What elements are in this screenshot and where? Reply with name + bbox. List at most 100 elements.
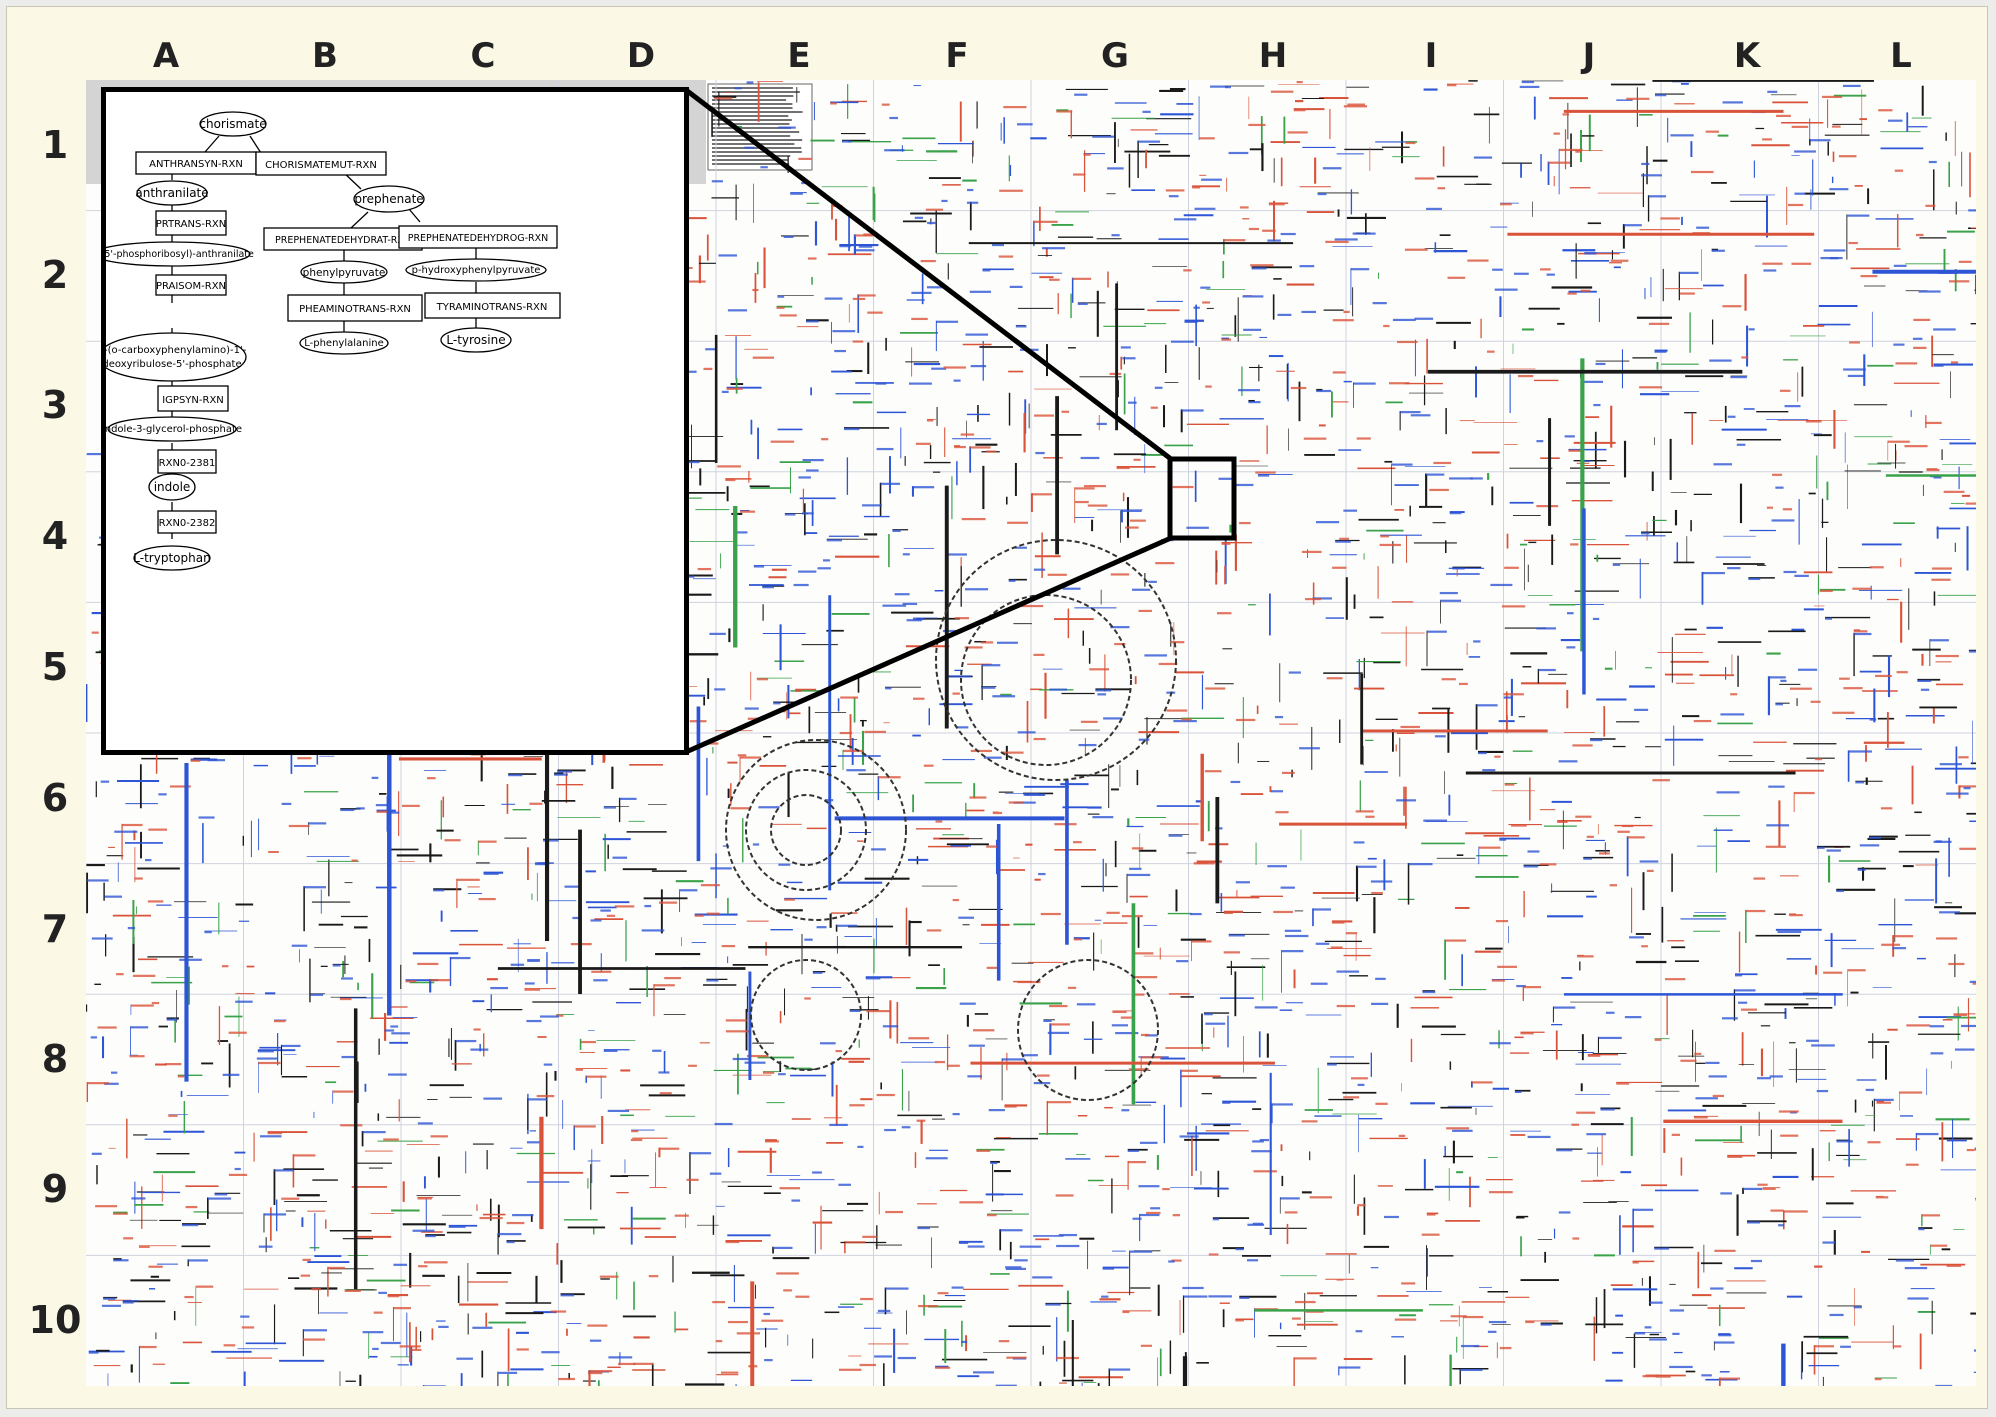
compound-hydroxyphenylpyruvate[interactable]: p-hydroxyphenylpyruvate [406, 259, 546, 281]
pathway-label-mark [445, 839, 461, 841]
pathway-label-mark [1702, 572, 1724, 574]
pathway-label-mark [292, 945, 308, 947]
pathway-label-mark [528, 1098, 548, 1100]
pathway-label-mark [917, 1120, 926, 1122]
pathway-label-mark [971, 365, 986, 367]
pathway-label-mark [853, 340, 864, 342]
reaction-tyraminotrans[interactable]: TYRAMINOTRANS-RXN [425, 293, 560, 318]
pathway-label-mark [1852, 588, 1870, 590]
compound-phenylpyruvate[interactable]: phenylpyruvate [301, 261, 387, 283]
pathway-label-mark [1056, 1194, 1074, 1196]
pathway-label-mark [1010, 286, 1023, 288]
pathway-label-mark [1858, 869, 1866, 871]
compound-prt-anthranilate[interactable]: N-(5'-phosphoribosyl)-anthranilate [106, 242, 254, 266]
pathway-label-mark [1775, 487, 1783, 489]
pathway-label-mark [1200, 137, 1215, 139]
compound-l-phenylalanine[interactable]: L-phenylalanine [300, 332, 388, 354]
pathway-label-mark [1575, 816, 1591, 818]
pathway-label-mark [690, 1152, 711, 1154]
compound-prephenate[interactable]: prephenate [354, 186, 424, 212]
pathway-label-mark [1723, 101, 1743, 103]
pathway-label-mark [1333, 371, 1346, 373]
reaction-rxn0-2381[interactable]: RXN0-2381 [158, 450, 216, 473]
reaction-igpsyn[interactable]: IGPSYN-RXN [158, 386, 228, 411]
pathway-label-mark [1670, 1309, 1684, 1311]
pathway-label-mark [1358, 1084, 1365, 1086]
pathway-label-mark [1151, 407, 1158, 409]
pathway-label-mark [1294, 1357, 1316, 1359]
pathway-label-mark [615, 905, 635, 907]
pathway-label-mark [1713, 463, 1732, 465]
pathway-label-mark [1122, 357, 1135, 359]
reaction-praisom[interactable]: PRAISOM-RXN [156, 275, 226, 295]
pathway-label-mark [1447, 84, 1456, 86]
pathway-label-mark [863, 233, 872, 235]
pathway-label-mark [776, 1272, 799, 1274]
pathway-label-mark [1714, 1250, 1735, 1252]
pathway-label-mark [1247, 1259, 1258, 1261]
pathway-label-mark [608, 1356, 632, 1358]
reaction-prephenatedehydrat[interactable]: PREPHENATEDEHYDRAT-RXN [264, 228, 422, 250]
pathway-label-mark [1277, 314, 1291, 316]
pathway-label-mark [363, 1131, 386, 1133]
pathway-label-mark [1794, 792, 1815, 794]
pathway-label-mark [1624, 224, 1642, 226]
compound-cdrp[interactable]: 1-(o-carboxyphenylamino)-1'- deoxyribulo… [106, 333, 247, 381]
pathway-label-mark [586, 1076, 606, 1078]
compound-l-tryptophan[interactable]: L-tryptophan [133, 546, 210, 570]
compound-l-tyrosine[interactable]: L-tyrosine [441, 328, 511, 352]
pathway-label-mark [1429, 489, 1449, 491]
pathway-label-mark [1089, 668, 1109, 670]
pathway-label-mark [1132, 847, 1143, 849]
pathway-label-mark [240, 1315, 249, 1317]
pathway-label-mark [926, 209, 943, 211]
pathway-label-mark [1423, 820, 1447, 822]
pathway-label-mark [424, 1385, 446, 1386]
pathway-label-mark [1720, 1192, 1732, 1194]
pathway-label-mark [1081, 457, 1100, 459]
pathway-label-mark [953, 693, 960, 695]
pathway-label-mark [1433, 462, 1451, 464]
pathway-label-mark [1672, 1134, 1680, 1136]
pathway-label-mark [574, 1125, 596, 1127]
pathway-label-mark [1125, 526, 1139, 528]
pathway-label-mark [1913, 347, 1926, 349]
pathway-label-mark [1823, 972, 1842, 974]
compound-label: indole-3-glycerol-phosphate [106, 424, 242, 435]
reaction-chorismatemut[interactable]: CHORISMATEMUT-RXN [256, 152, 386, 175]
pathway-label-mark [98, 1026, 117, 1028]
pathway-label-mark [1186, 527, 1208, 529]
reaction-label: PREPHENATEDEHYDRAT-RXN [275, 235, 411, 246]
pathway-label-mark [148, 829, 167, 831]
pathway-label-mark [727, 388, 743, 390]
pathway-label-mark [703, 368, 712, 370]
compound-chorismate[interactable]: chorismate [199, 112, 266, 136]
pathway-label-mark [1525, 1321, 1534, 1323]
pathway-label-mark [1229, 152, 1249, 154]
pathway-label-mark [918, 1305, 938, 1307]
compound-anthranilate[interactable]: anthranilate [135, 181, 208, 205]
reaction-label: IGPSYN-RXN [162, 395, 224, 406]
pathway-label-mark [1045, 1303, 1060, 1305]
pathway-label-mark [675, 1215, 689, 1217]
pathway-label-mark [512, 1214, 533, 1216]
reaction-prtrans[interactable]: PRTRANS-RXN [156, 211, 226, 235]
reaction-prephenatedehydrog[interactable]: PREPHENATEDEHYDROG-RXN [399, 226, 557, 248]
pathway-label-mark [184, 1296, 193, 1298]
column-header-c: C [404, 30, 562, 82]
reaction-anthransyn[interactable]: ANTHRANSYN-RXN [136, 152, 256, 174]
compound-indole[interactable]: indole [149, 474, 195, 500]
pathway-label-mark [1297, 81, 1303, 83]
pathway-label-mark [1190, 913, 1202, 915]
compound-indole-glycerol-phosphate[interactable]: indole-3-glycerol-phosphate [106, 417, 242, 441]
pathway-label-mark [953, 1113, 960, 1115]
pathway-label-mark [1017, 123, 1033, 125]
pathway-label-mark [1121, 1109, 1129, 1111]
reaction-pheaminotrans[interactable]: PHEAMINOTRANS-RXN [288, 295, 422, 321]
pathway-label-mark [745, 707, 759, 709]
pathway-label-mark [1720, 1378, 1740, 1380]
reaction-rxn0-2382[interactable]: RXN0-2382 [158, 511, 216, 533]
pathway-label-mark [101, 781, 109, 783]
pathway-label-mark [1878, 109, 1892, 111]
pathway-label-mark [698, 568, 711, 570]
